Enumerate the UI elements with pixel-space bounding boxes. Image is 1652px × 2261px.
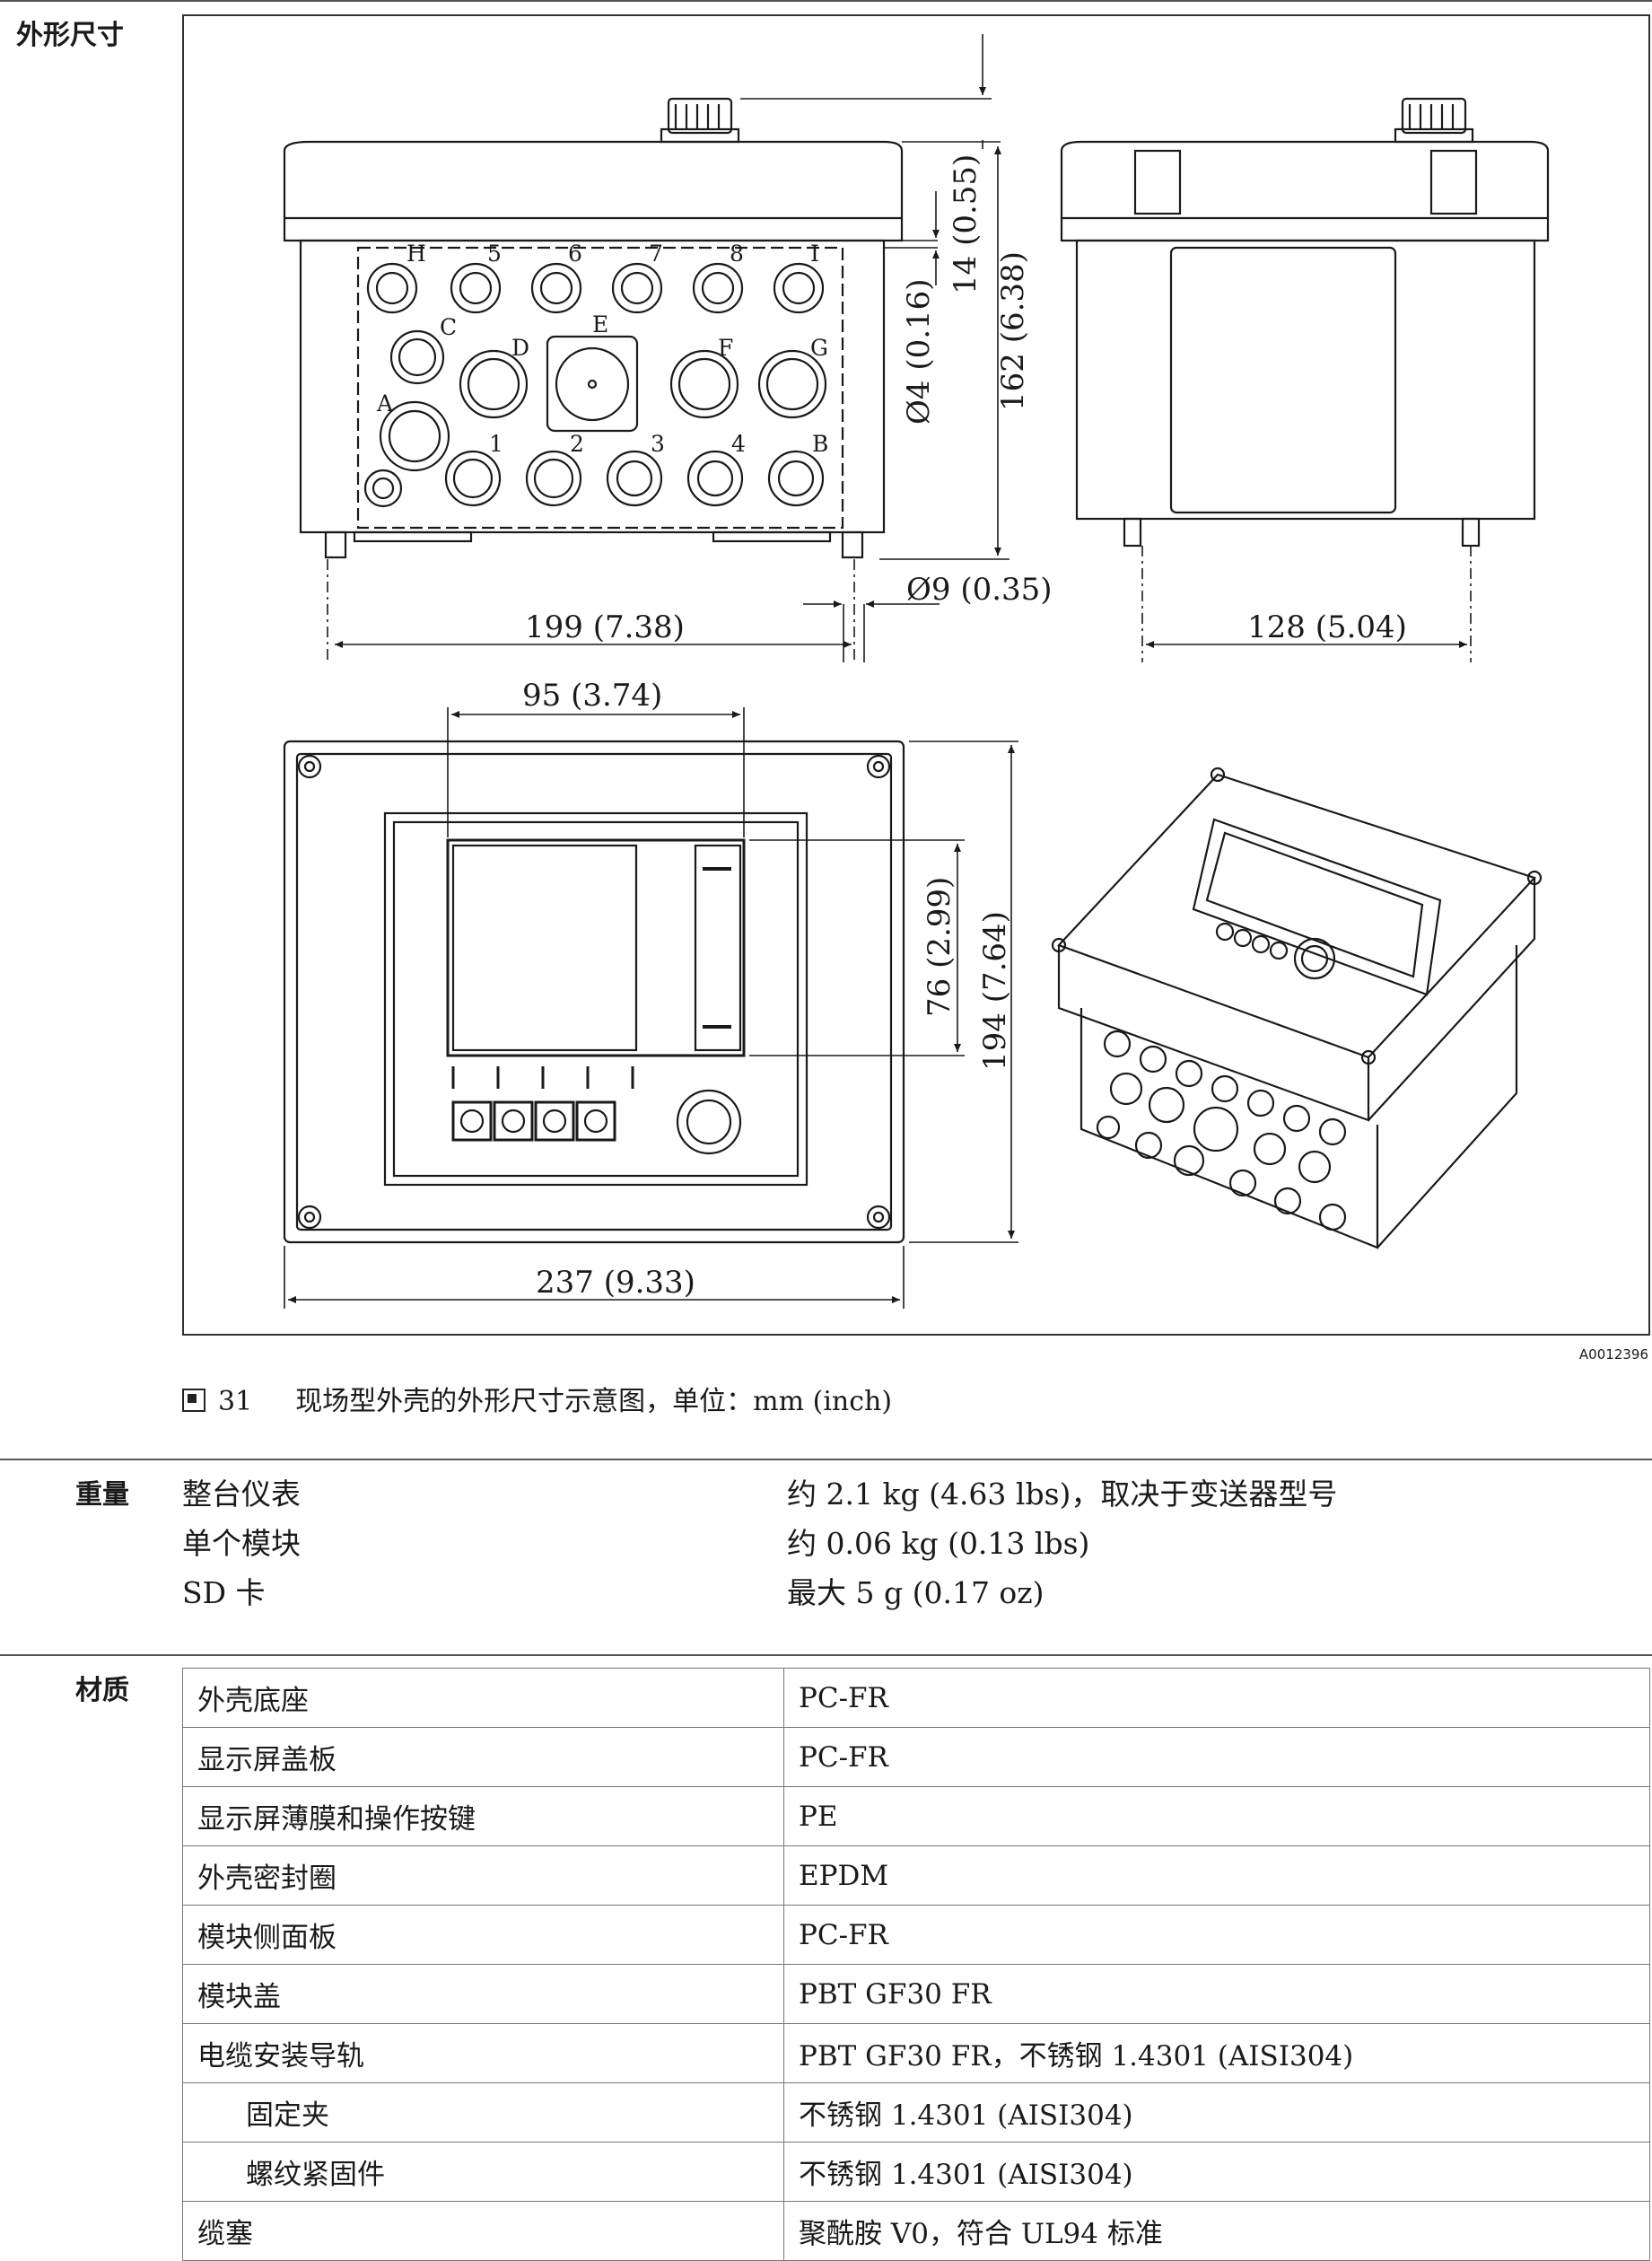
material-value: PE: [783, 1786, 1650, 1846]
gland-row-3: [363, 450, 825, 508]
gland-label-1: 1: [489, 431, 503, 457]
gland-label-D: D: [511, 335, 529, 361]
material-value: PBT GF30 FR: [783, 1964, 1650, 2024]
weight-rule: [0, 1459, 1652, 1460]
material-value: 不锈钢 1.4301 (AISI304): [783, 2142, 1650, 2202]
material-item: 螺纹紧固件: [182, 2142, 784, 2202]
materials-section-label: 材质: [75, 1675, 129, 1706]
dim-width-front: 199 (7.38): [525, 609, 685, 645]
materials-rule: [0, 1654, 1652, 1656]
weight-value: 约 2.1 kg (4.63 lbs)，取决于变送器型号: [787, 1477, 1338, 1512]
table-row: 电缆安装导轨 PBT GF30 FR，不锈钢 1.4301 (AISI304): [182, 2023, 1650, 2083]
material-item: 外壳密封圈: [182, 1845, 784, 1906]
gland-label-4: 4: [731, 431, 746, 457]
dim-height-total: 162 (6.38): [995, 251, 1031, 411]
table-row: 显示屏盖板 PC-FR: [182, 1727, 1650, 1787]
caption-number: 31: [218, 1386, 253, 1417]
gland-label-7: 7: [649, 241, 663, 267]
material-item: 缆塞: [182, 2201, 784, 2261]
isometric-view-housing: [1051, 767, 1543, 1249]
dim-display-height: 76 (2.99): [922, 877, 957, 1017]
dim-dia-foot: Ø9 (0.35): [906, 572, 1053, 608]
gland-label-F: F: [718, 335, 733, 361]
weight-section-label: 重量: [75, 1479, 129, 1511]
table-row: 外壳密封圈 EPDM: [182, 1845, 1650, 1906]
dim-display-width: 95 (3.74): [522, 678, 662, 714]
caption-text: 现场型外壳的外形尺寸示意图，单位：mm (inch): [295, 1386, 893, 1417]
figure-code: A0012396: [1578, 1346, 1648, 1363]
material-value: PC-FR: [783, 1668, 1650, 1728]
gland-label-C: C: [440, 314, 457, 340]
dimension-lines: [284, 34, 1472, 1309]
display-view-housing: [283, 740, 905, 1244]
gland-label-I: I: [810, 241, 819, 267]
material-item: 显示屏薄膜和操作按键: [182, 1786, 784, 1846]
gland-label-G: G: [810, 335, 828, 361]
material-value: PBT GF30 FR，不锈钢 1.4301 (AISI304): [783, 2023, 1650, 2083]
table-row: 显示屏薄膜和操作按键 PE: [182, 1786, 1650, 1846]
gland-label-3: 3: [651, 431, 665, 457]
material-value: PC-FR: [783, 1727, 1650, 1787]
dim-height-knob: 14 (0.55): [948, 154, 983, 294]
gland-label-8: 8: [730, 241, 744, 267]
weight-item: SD 卡: [182, 1575, 266, 1610]
weight-item: 单个模块: [182, 1526, 301, 1561]
material-item: 模块盖: [182, 1964, 784, 2024]
material-item: 电缆安装导轨: [182, 2023, 784, 2083]
graphic-icon: [182, 1389, 205, 1412]
table-row: 螺纹紧固件 不锈钢 1.4301 (AISI304): [182, 2142, 1650, 2202]
gland-label-H: H: [406, 241, 426, 267]
table-row: 模块盖 PBT GF30 FR: [182, 1964, 1650, 2024]
gland-row-2: [379, 329, 827, 472]
table-row: 外壳底座 PC-FR: [182, 1668, 1650, 1728]
dimensions-section-label: 外形尺寸: [16, 20, 124, 51]
figure-caption: 31 现场型外壳的外形尺寸示意图，单位：mm (inch): [182, 1379, 892, 1418]
gland-label-6: 6: [568, 241, 582, 267]
gland-row-1: [366, 262, 825, 314]
material-item: 固定夹: [182, 2082, 784, 2143]
material-value: EPDM: [783, 1845, 1650, 1906]
dim-dia-hole: Ø4 (0.16): [901, 278, 937, 425]
dim-front-width: 237 (9.33): [536, 1265, 695, 1301]
dim-front-height: 194 (7.64): [977, 911, 1013, 1071]
material-item: 模块侧面板: [182, 1905, 784, 1965]
top-rule: [0, 0, 1652, 2]
material-value: 不锈钢 1.4301 (AISI304): [783, 2082, 1650, 2143]
gland-label-E: E: [592, 311, 608, 337]
material-item: 显示屏盖板: [182, 1727, 784, 1787]
material-value: PC-FR: [783, 1905, 1650, 1965]
gland-label-5: 5: [487, 241, 502, 267]
dim-depth-side: 128 (5.04): [1247, 609, 1407, 645]
table-row: 固定夹 不锈钢 1.4301 (AISI304): [182, 2082, 1650, 2143]
bottom-view-housing: [283, 97, 904, 559]
table-row: 缆塞 聚酰胺 V0，符合 UL94 标准: [182, 2201, 1650, 2261]
materials-table: 外壳底座 PC-FR 显示屏盖板 PC-FR 显示屏薄膜和操作按键 PE 外壳密…: [182, 1668, 1650, 2261]
dimension-drawing: H 5 6 7 8 I C D E F G A 1 2 3 4 B 199 (7…: [283, 34, 1550, 1309]
gland-labels: H 5 6 7 8 I C D E F G A 1 2 3 4 B: [376, 241, 828, 457]
gland-label-A: A: [376, 390, 394, 416]
gland-label-2: 2: [570, 431, 584, 457]
material-value: 聚酰胺 V0，符合 UL94 标准: [783, 2201, 1650, 2261]
table-row: 模块侧面板 PC-FR: [182, 1905, 1650, 1965]
side-view-housing: [1060, 97, 1550, 548]
material-item: 外壳底座: [182, 1668, 784, 1728]
weight-value: 约 0.06 kg (0.13 lbs): [787, 1526, 1090, 1561]
weight-item: 整台仪表: [182, 1477, 301, 1512]
dimension-labels: 199 (7.38) Ø9 (0.35) 128 (5.04) 95 (3.74…: [522, 154, 1407, 1301]
gland-label-B: B: [812, 431, 828, 457]
weight-value: 最大 5 g (0.17 oz): [787, 1575, 1045, 1610]
dimension-figure: H 5 6 7 8 I C D E F G A 1 2 3 4 B 199 (7…: [182, 14, 1650, 1336]
